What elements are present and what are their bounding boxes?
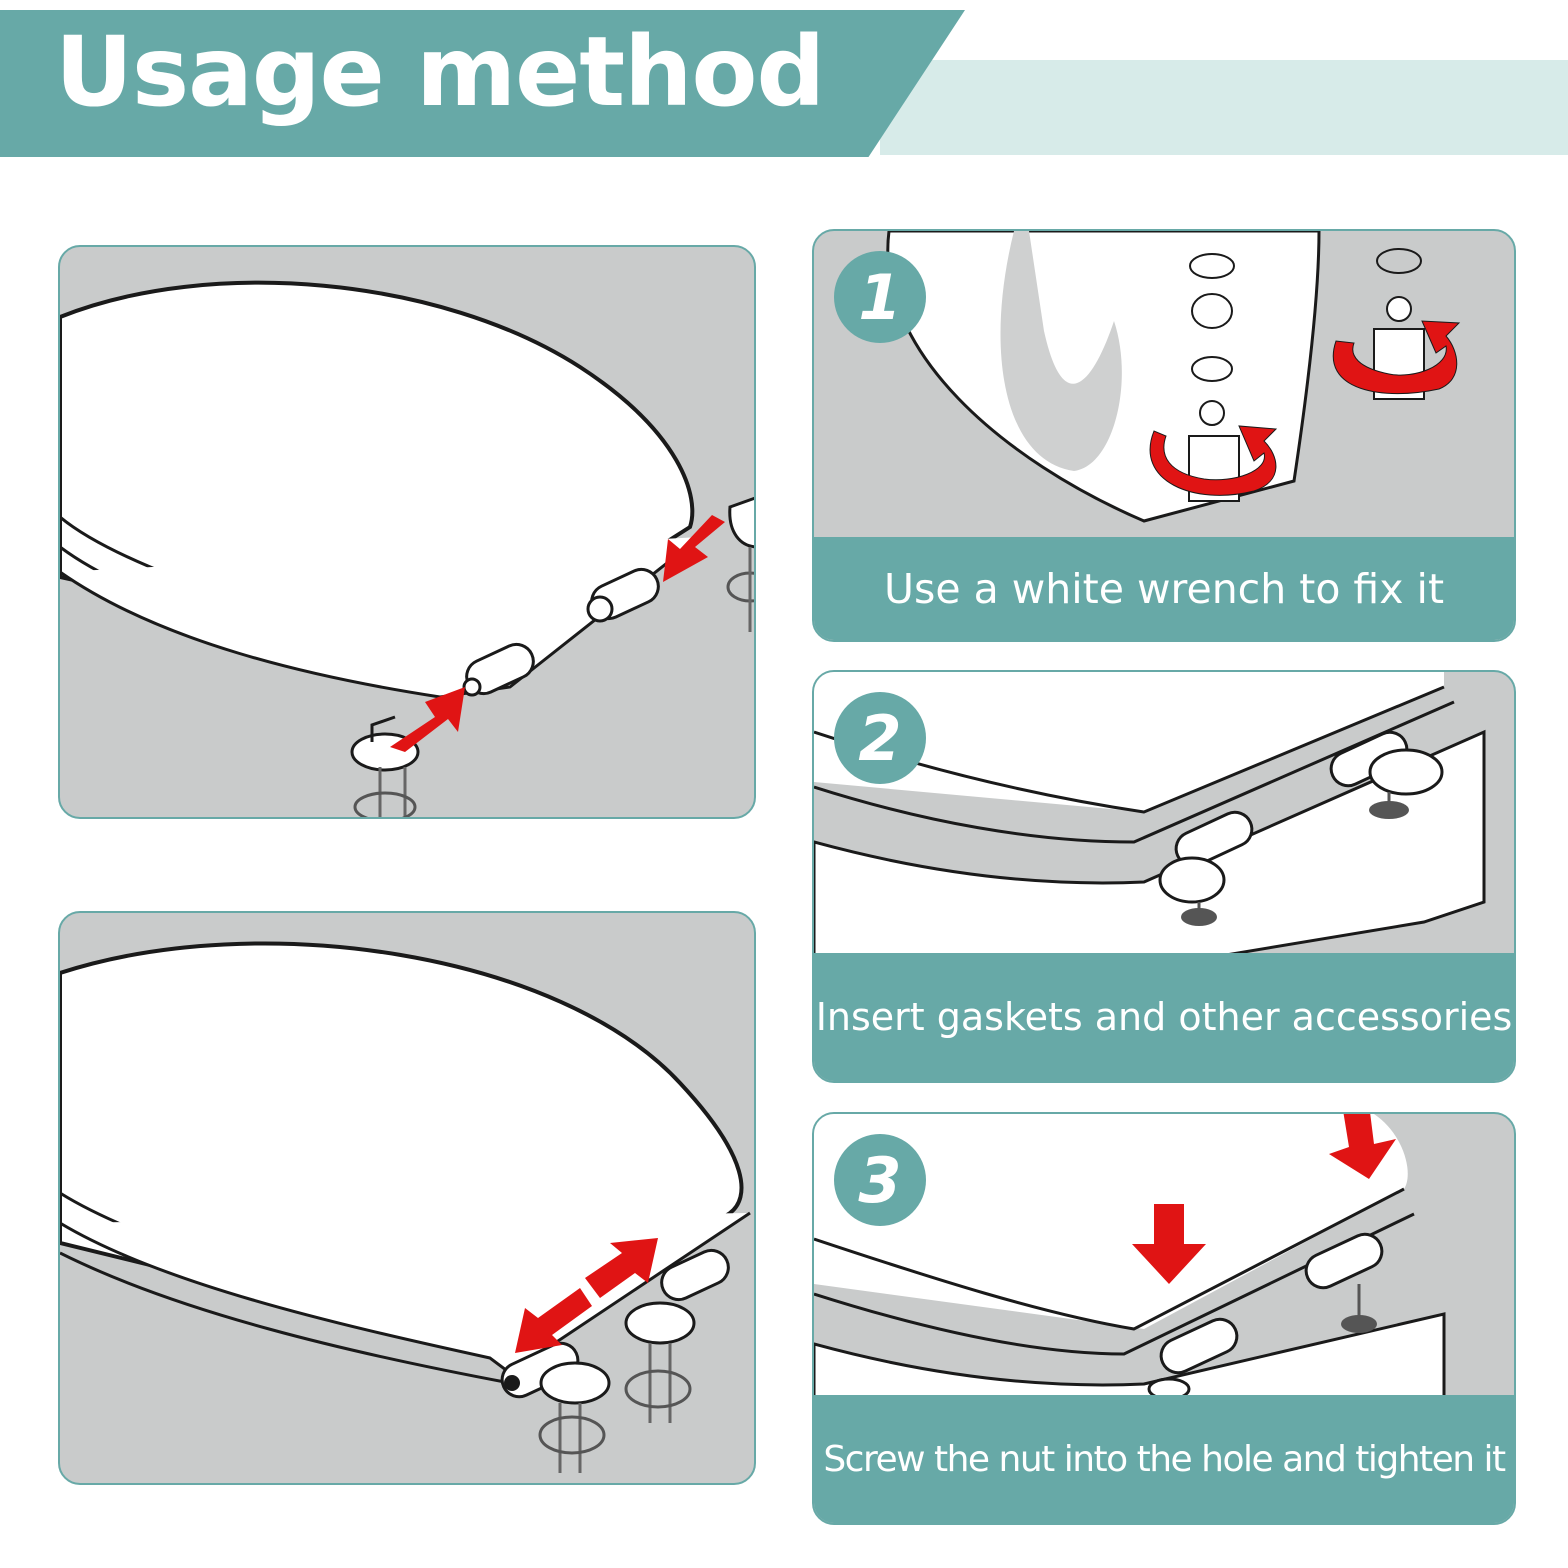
hinge-cylinder-icon — [1174, 810, 1254, 868]
press-down-arrow-icon — [1132, 1204, 1206, 1284]
rotate-arrow-icon — [1332, 320, 1461, 395]
gasket-insert-drawing — [814, 672, 1486, 957]
bolt-washer-icon — [624, 1301, 696, 1423]
step-caption: Screw the nut into the hole and tighten … — [823, 1438, 1506, 1480]
step-caption: Use a white wrench to fix it — [883, 564, 1445, 613]
step-caption-band: Insert gaskets and other accessories — [814, 953, 1514, 1081]
bolt-washer-icon — [538, 1361, 611, 1473]
hinge-cylinder-icon — [1159, 1317, 1239, 1375]
gasket-icon — [1368, 748, 1444, 819]
bolt-washer-icon — [726, 496, 754, 632]
step-number: 2 — [858, 701, 902, 775]
bolt-washer-icon — [350, 715, 420, 817]
step-caption-band: Use a white wrench to fix it — [814, 537, 1514, 640]
rotate-arrow-icon — [1149, 425, 1278, 496]
gasket-icon — [1158, 856, 1226, 926]
header-banner-light — [880, 60, 1568, 155]
header-banner — [0, 10, 965, 157]
wrench-fix-drawing — [886, 231, 1461, 523]
hinge-cylinder-icon — [1304, 1232, 1384, 1290]
step-badge-2: 2 — [834, 692, 926, 784]
seat-slide-drawing — [60, 941, 751, 1473]
step-number: 1 — [858, 260, 902, 334]
slide-arrow-icon — [585, 1238, 658, 1298]
insert-arrow-icon — [390, 687, 465, 752]
slide-arrow-icon — [515, 1288, 592, 1353]
step-badge-3: 3 — [834, 1134, 926, 1226]
illustration-seat-hinges-top — [58, 245, 756, 819]
insert-arrow-icon — [663, 515, 725, 582]
nut-tighten-drawing — [814, 1114, 1446, 1399]
hinge-cylinder-icon — [462, 642, 535, 697]
step-number: 3 — [858, 1143, 902, 1217]
nut-hole-icon — [1147, 1284, 1377, 1399]
seat-hinge-drawing — [60, 280, 754, 817]
step-panel-1: 1 Use a white wrench to fix it — [812, 229, 1516, 642]
press-down-arrow-icon — [1329, 1114, 1396, 1179]
hinge-cylinder-icon — [500, 1341, 580, 1399]
hinge-cylinder-icon — [586, 567, 660, 623]
page-title: Usage method — [55, 16, 825, 128]
step-badge-1: 1 — [834, 251, 926, 343]
step-panel-2: 2 Insert gaskets and other accessories — [812, 670, 1516, 1083]
hinge-cylinder-icon — [660, 1248, 730, 1302]
step-panel-3: 3 Screw the nut into the hole and tighte… — [812, 1112, 1516, 1525]
step-caption: Insert gaskets and other accessories — [815, 995, 1513, 1039]
step-caption-band: Screw the nut into the hole and tighten … — [814, 1395, 1514, 1523]
illustration-seat-hinges-bottom — [58, 911, 756, 1485]
